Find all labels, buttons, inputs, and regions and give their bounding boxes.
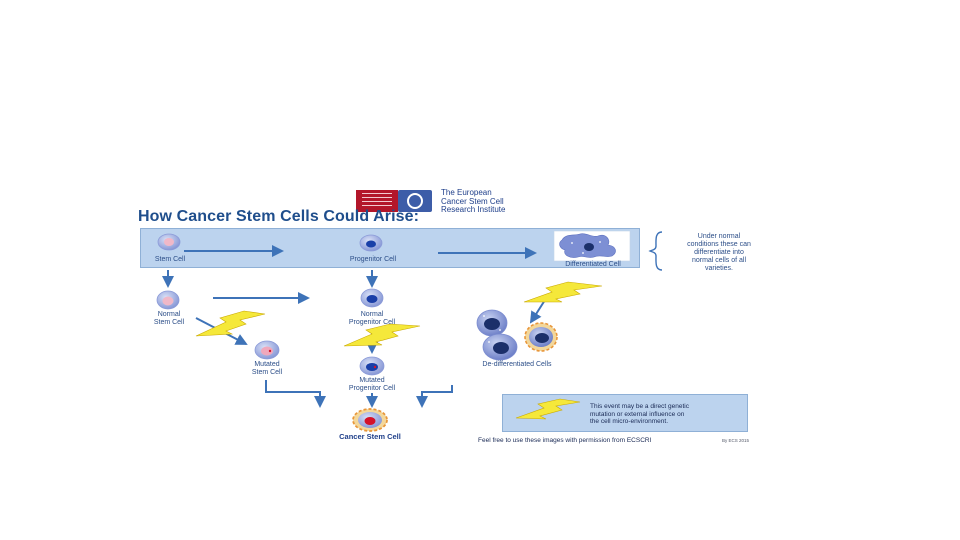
label-normal-stem-cell: Normal Stem Cell: [134, 311, 204, 327]
legend-text: This event may be a direct genetic mutat…: [590, 403, 742, 426]
stem-cell: [157, 233, 181, 251]
org-line-1: The European: [441, 188, 492, 197]
label-normal-stem-cell-line1: Normal: [157, 311, 181, 318]
mutated-progenitor-cell: [359, 356, 385, 376]
legend-line-1: This event may be a direct genetic: [590, 403, 689, 410]
byline: By ECS 2015: [722, 438, 750, 443]
label-normal-progenitor-cell-line1: Normal: [360, 311, 384, 318]
label-normal-progenitor-cell-line2: Progenitor Cell: [348, 319, 396, 326]
lightning-icon-progenitor: [343, 323, 421, 347]
note-bracket: [648, 231, 663, 271]
legend-line-3: the cell micro-environment.: [590, 418, 669, 425]
label-cancer-stem-cell: Cancer Stem Cell: [339, 432, 401, 441]
label-normal-progenitor-cell: Normal Progenitor Cell: [330, 311, 414, 327]
label-mutated-progenitor-cell: Mutated Progenitor Cell: [330, 377, 414, 393]
ecscri-logo: [398, 190, 432, 212]
org-line-3: Research Institute: [441, 205, 506, 214]
normal-stem-cell: [156, 290, 180, 310]
dedifferentiated-cell-3: [524, 322, 558, 352]
note-line-2: conditions these can: [687, 241, 751, 248]
lightning-icon-stem: [195, 310, 266, 337]
label-normal-stem-cell-line2: Stem Cell: [153, 319, 185, 326]
label-mutated-stem-cell-line2: Stem Cell: [251, 369, 283, 376]
cardiff-university-logo: [356, 190, 398, 212]
label-progenitor-cell: Progenitor Cell: [349, 256, 397, 263]
mutated-stem-cell: [254, 340, 280, 360]
org-name: The European Cancer Stem Cell Research I…: [441, 188, 551, 215]
arrow-dedifferentiated-to-cancer: [416, 385, 453, 408]
legend-lightning-icon: [515, 398, 581, 420]
label-stem-cell: Stem Cell: [154, 256, 186, 263]
differentiation-note: Under normal conditions these can differ…: [664, 233, 774, 273]
label-differentiated-cell: Differentiated Cell: [565, 261, 621, 268]
diagram-title: How Cancer Stem Cells Could Arise:: [138, 208, 420, 225]
progenitor-cell: [359, 234, 383, 252]
differentiated-cell: [553, 230, 631, 262]
cancer-stem-cell: [352, 408, 388, 432]
note-line-3: differentiate into: [694, 249, 744, 256]
label-mutated-stem-cell: Mutated Stem Cell: [232, 361, 302, 377]
org-line-2: Cancer Stem Cell: [441, 196, 504, 206]
label-mutated-progenitor-cell-line2: Progenitor Cell: [348, 385, 396, 392]
arrow-differentiated-to-dedifferentiated: [529, 299, 546, 324]
label-mutated-stem-cell-line1: Mutated: [254, 361, 280, 368]
note-line-1: Under normal: [697, 233, 741, 240]
legend-line-2: mutation or external influence on: [590, 410, 685, 418]
note-line-4: normal cells of all: [691, 257, 747, 264]
lightning-icon-differentiated: [523, 281, 603, 303]
label-mutated-progenitor-cell-line1: Mutated: [359, 377, 385, 384]
normal-progenitor-cell: [360, 288, 384, 308]
label-dedifferentiated-cells: De-differentiated Cells: [482, 361, 552, 368]
note-line-5: varieties.: [704, 265, 733, 272]
dedifferentiated-cell-2: [482, 333, 518, 361]
dedifferentiated-cell-1: [476, 309, 508, 337]
arrow-mutated-stem-to-cancer: [265, 380, 326, 408]
permission-note: Feel free to use these images with permi…: [478, 437, 652, 444]
